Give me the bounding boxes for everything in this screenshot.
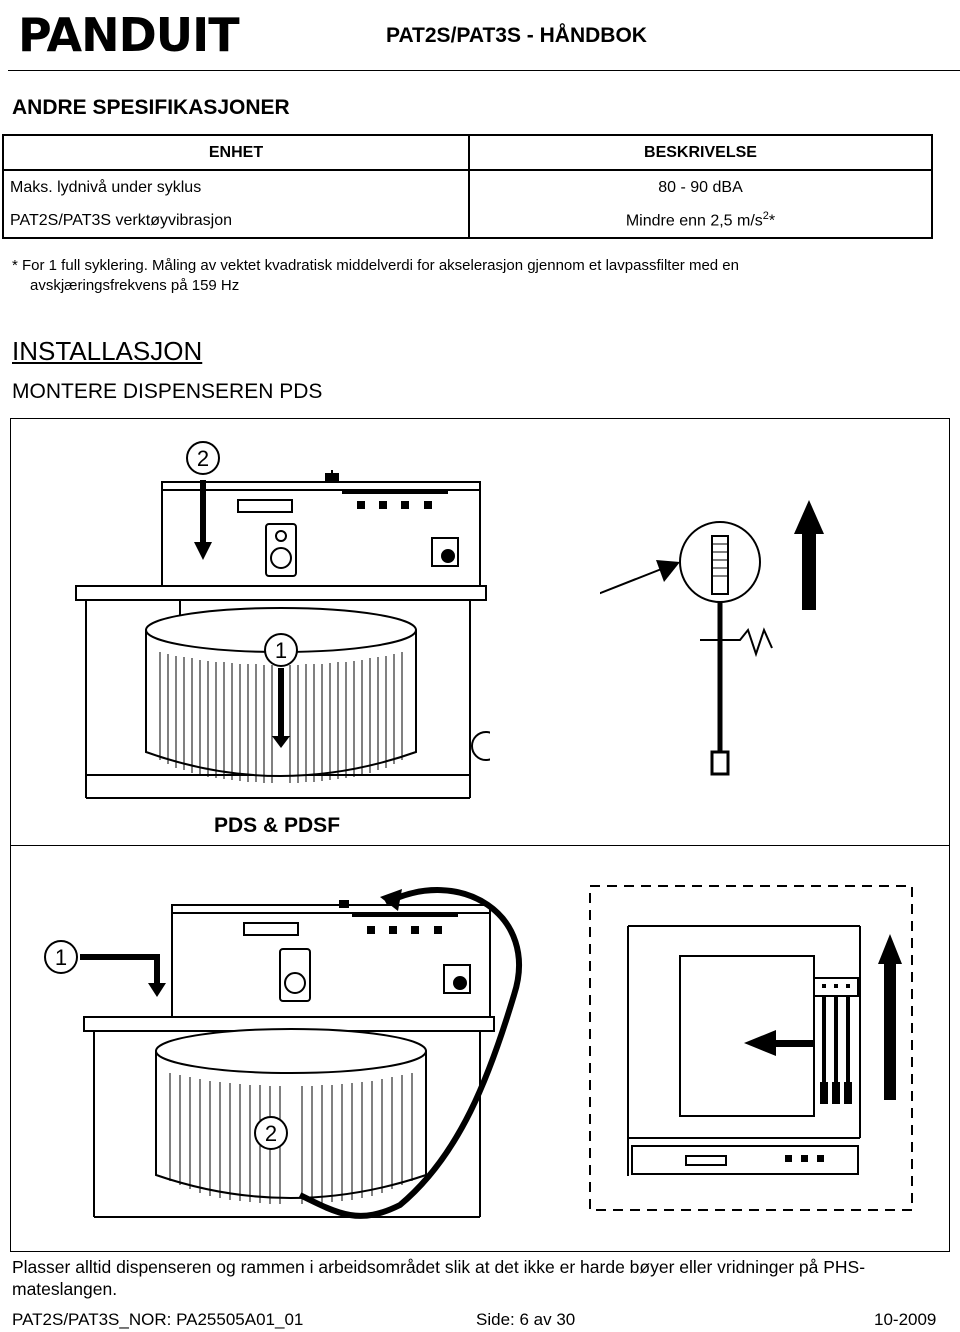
table-header-row: ENHET BESKRIVELSE — [2, 134, 933, 171]
cell-unit: PAT2S/PAT3S verktøyvibrasjon — [2, 204, 470, 239]
cell-description: Mindre enn 2,5 m/s2* — [468, 204, 933, 239]
dispenser-top-illustration: 2 1 — [75, 441, 490, 799]
footer-page-number: Side: 6 av 30 — [476, 1310, 576, 1329]
superscript-exponent: 2 — [762, 210, 769, 223]
column-header-description: BESKRIVELSE — [468, 134, 933, 171]
footnote-line: * For 1 full syklering. Måling av vektet… — [12, 257, 739, 274]
callout-number: 1 — [275, 638, 287, 663]
mounting-subheading: MONTERE DISPENSEREN PDS — [12, 380, 323, 403]
figure-divider — [10, 845, 950, 846]
specifications-title: ANDRE SPESIFIKASJONER — [12, 96, 290, 119]
figure-caption: PDS & PDSF — [214, 814, 341, 837]
strap-detail-illustration — [600, 500, 824, 776]
footnote-line: avskjæringsfrekvens på 159 Hz — [30, 277, 240, 294]
placement-instruction: Plasser alltid dispenseren og rammen i a… — [12, 1257, 866, 1299]
document-title: PAT2S/PAT3S - HÅNDBOK — [386, 24, 647, 47]
panduit-logo: PANDUIT — [18, 8, 240, 62]
frame-detail-illustration — [589, 885, 913, 1211]
footnote-marker: * — [768, 212, 776, 230]
specifications-table: ENHET BESKRIVELSE Maks. lydnivå under sy… — [2, 134, 933, 239]
header-divider — [8, 70, 960, 71]
table-row: Maks. lydnivå under syklus 80 - 90 dBA — [2, 169, 933, 204]
footer-document-number: PAT2S/PAT3S_NOR: PA25505A01_01 — [12, 1310, 304, 1329]
table-row: PAT2S/PAT3S verktøyvibrasjon Mindre enn … — [2, 204, 933, 239]
dispenser-bottom-illustration: 1 2 — [44, 887, 522, 1219]
footer-date: 10-2009 — [874, 1310, 937, 1329]
cell-description: 80 - 90 dBA — [468, 169, 933, 204]
footnote: * For 1 full syklering. Måling av vektet… — [12, 256, 942, 296]
figure-frame — [10, 418, 950, 1252]
callout-number: 2 — [265, 1121, 277, 1146]
callout-number: 2 — [197, 446, 209, 471]
callout-number: 1 — [55, 945, 67, 970]
installation-heading: INSTALLASJON — [12, 336, 203, 366]
column-header-unit: ENHET — [2, 134, 470, 171]
cell-unit: Maks. lydnivå under syklus — [2, 169, 470, 204]
vibration-value: Mindre enn 2,5 m/s — [625, 212, 763, 230]
